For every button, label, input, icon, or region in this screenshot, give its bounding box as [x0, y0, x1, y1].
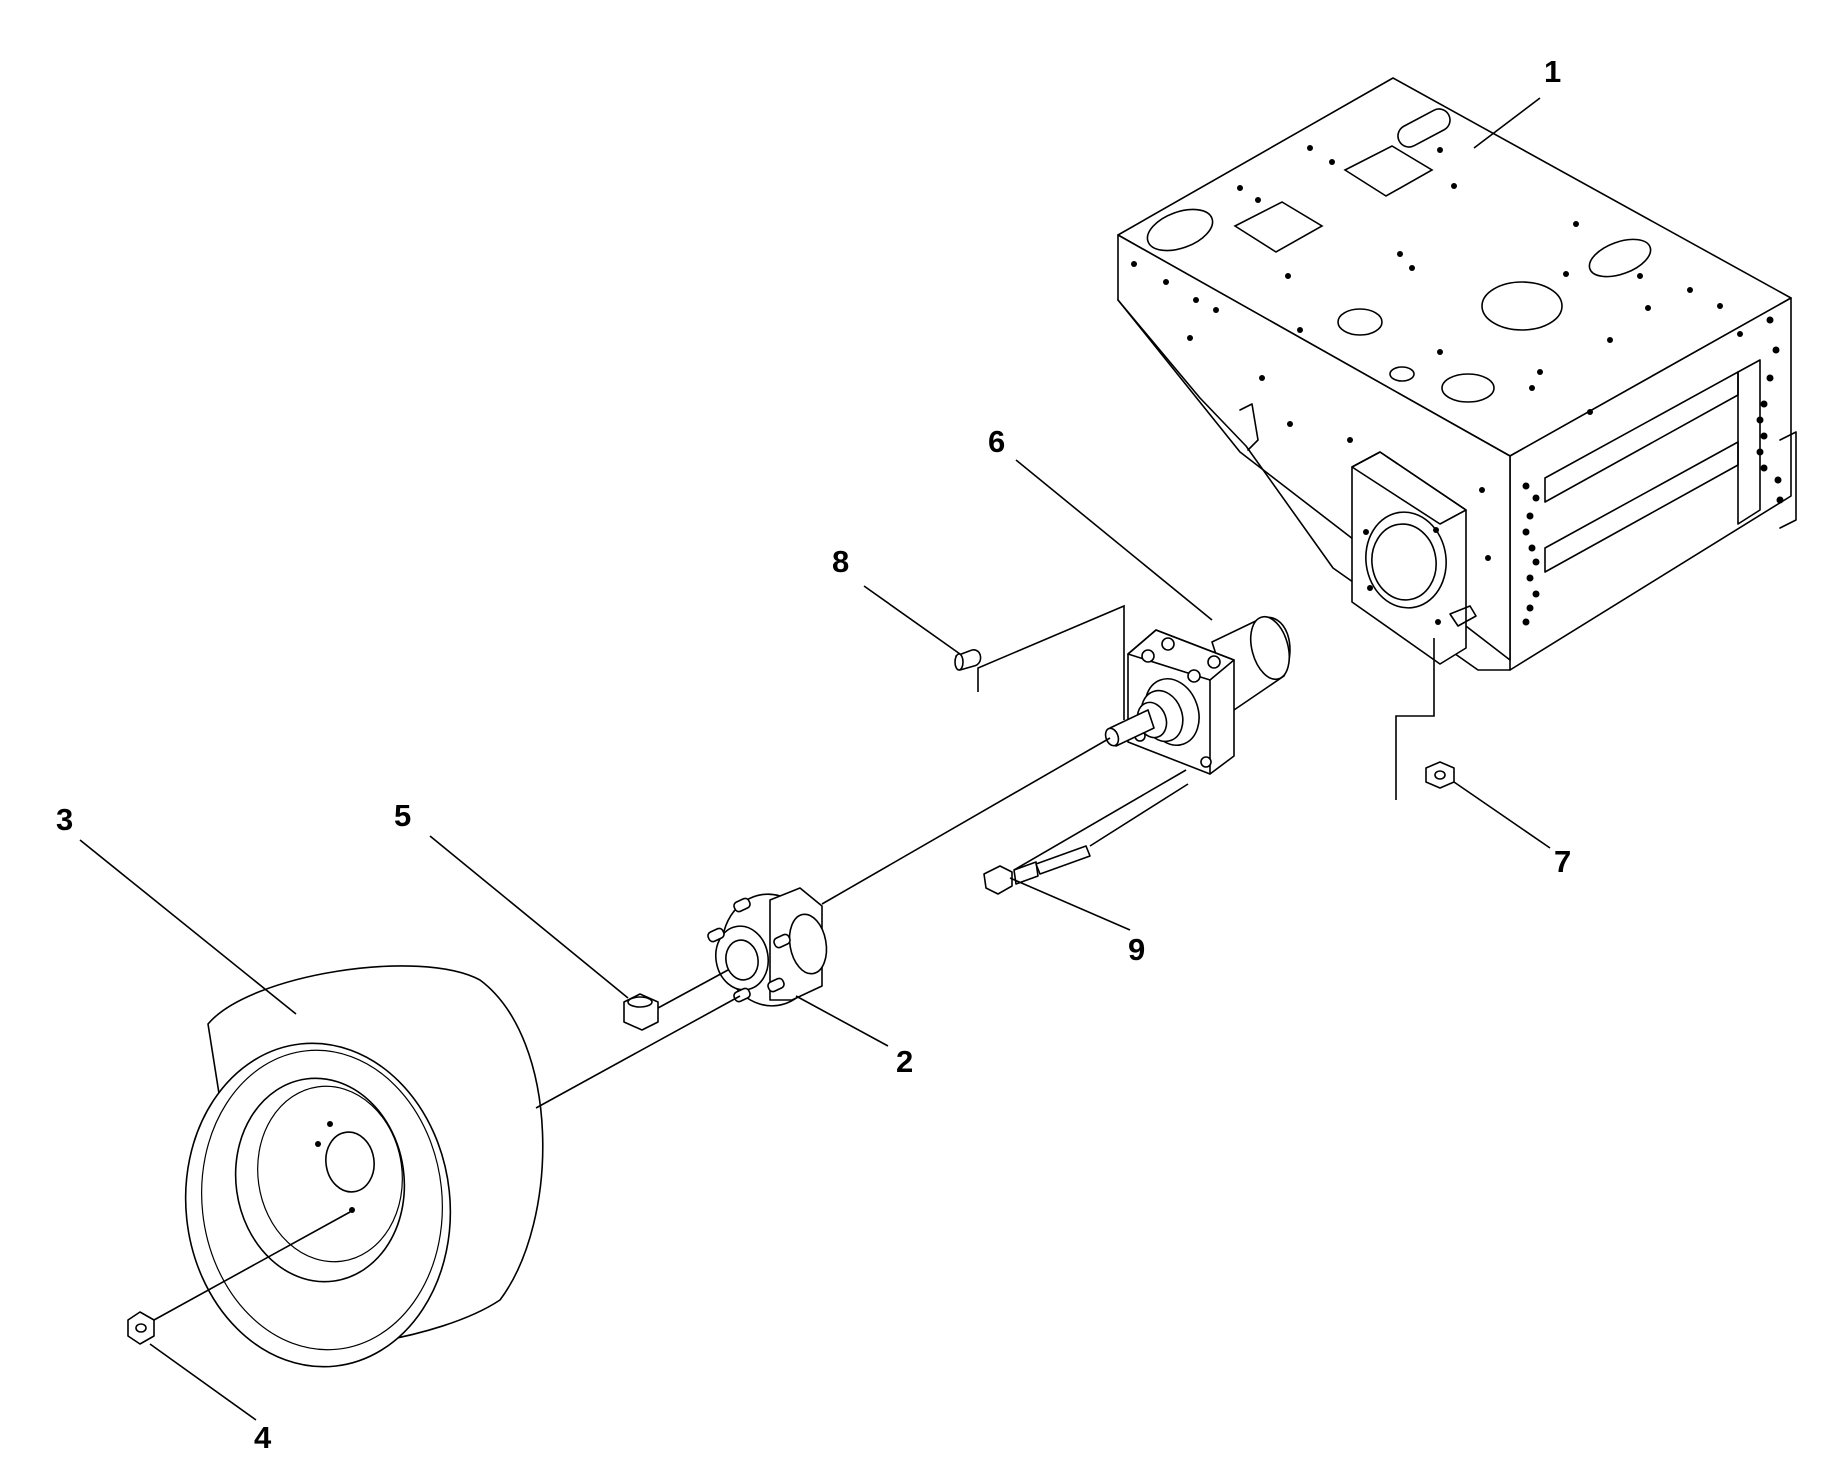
callout-1: 1	[1544, 54, 1561, 89]
lug-nut-part	[127, 1211, 351, 1345]
callout-4: 4	[254, 1420, 272, 1455]
wheel-motor-part	[1104, 615, 1291, 775]
callout-8: 8	[832, 544, 849, 579]
leader-6	[1015, 459, 1213, 621]
leader-1	[1473, 97, 1541, 149]
callout-2: 2	[896, 1044, 913, 1079]
callout-leaders	[79, 97, 1551, 1421]
callout-9: 9	[1128, 932, 1145, 967]
flange-nut-part	[1395, 638, 1455, 800]
leader-3	[79, 839, 297, 1015]
leader-8	[863, 585, 961, 655]
leader-5	[429, 835, 629, 999]
callout-5: 5	[394, 798, 411, 833]
bolt-part	[983, 769, 1189, 895]
hub-part	[707, 737, 1111, 1007]
callout-6: 6	[988, 424, 1005, 459]
leader-7	[1453, 781, 1551, 849]
leader-2	[795, 995, 889, 1047]
hub-nut-part	[623, 969, 729, 1031]
leader-9	[1009, 877, 1131, 931]
callout-7: 7	[1554, 844, 1571, 879]
key-part	[954, 604, 1125, 720]
wheel-part	[184, 965, 741, 1368]
callout-labels: 1 2 3 4 5 6 7 8 9	[56, 54, 1571, 1455]
callout-3: 3	[56, 802, 73, 837]
leader-4	[149, 1343, 257, 1421]
frame-part	[1117, 77, 1797, 671]
